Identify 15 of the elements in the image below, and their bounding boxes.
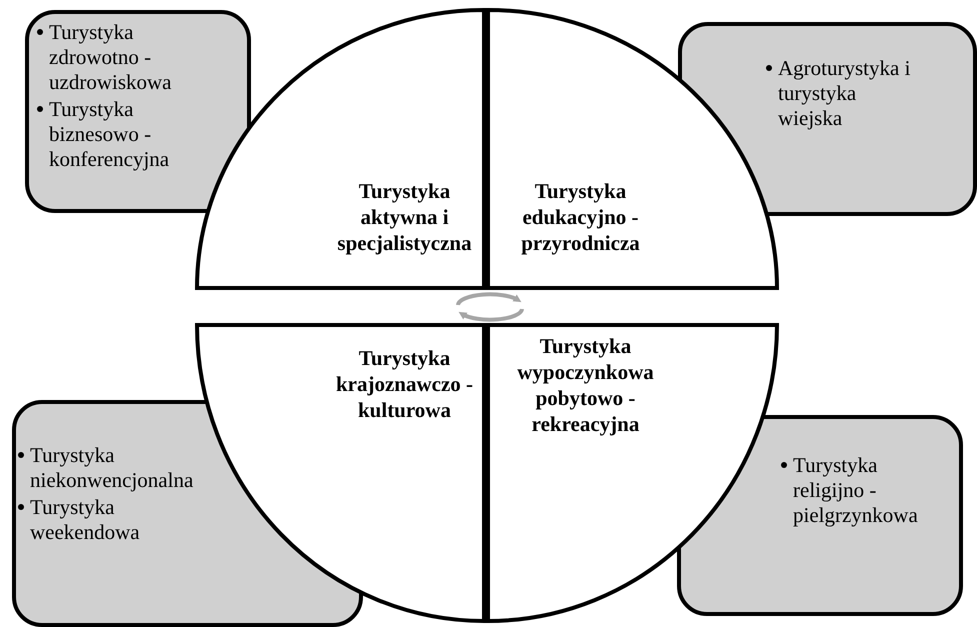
list-item: Turystyka niekonwencjonalna (18, 443, 203, 493)
segment-label: Turystyka aktywna i specjalistyczna (336, 178, 473, 256)
list-item: Turystyka biznesowo - konferencyjna (37, 97, 207, 172)
segment-label: Turystyka wypoczynkowa pobytowo - rekreacyjna (516, 333, 655, 437)
segment-label: Turystyka krajoznawczo - kulturowa (334, 345, 474, 423)
segment-label: Turystyka edukacyjno - przyrodnicza (520, 178, 641, 256)
quadrant-segment (197, 10, 484, 288)
list-item: Turystyka weekendowa (18, 495, 203, 545)
list-item: Turystyka religijno - pielgrzynkowa (781, 453, 951, 528)
quadrant-segment (488, 325, 777, 621)
rounded-box (25, 10, 251, 213)
quadrant-segment (488, 10, 777, 288)
quadrant-segment (197, 325, 484, 621)
list-item: Turystyka zdrowotno - uzdrowiskowa (37, 20, 207, 95)
list-item: Agroturystyka i turystyka wiejska (766, 56, 916, 131)
